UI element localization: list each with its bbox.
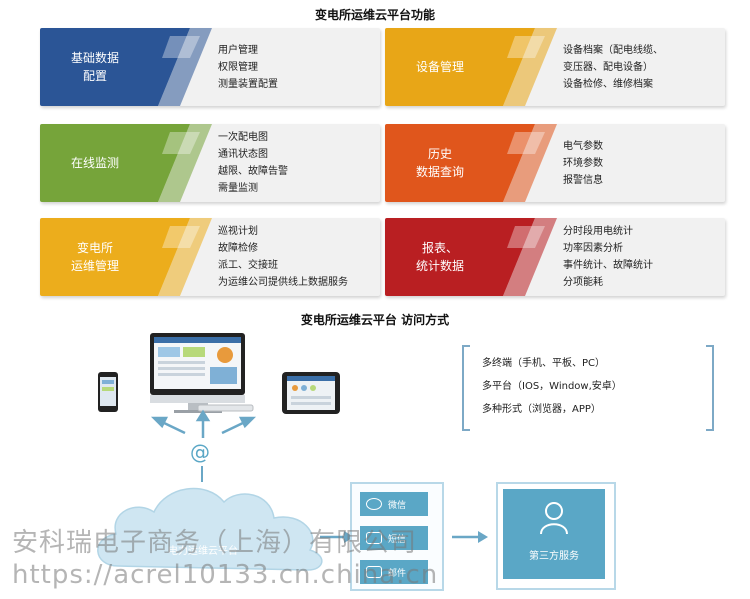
card-label-line: 统计数据: [415, 259, 464, 273]
card-label-line: 运维管理: [70, 259, 119, 273]
card-label-line: 报表、: [421, 241, 458, 255]
third-party-label: 第三方服务: [529, 551, 579, 562]
card-feature-item: 通讯状态图: [218, 149, 268, 160]
card-label: 变电所运维管理: [40, 218, 150, 296]
card-feature-item: 分时段用电统计: [563, 226, 633, 237]
card-feature-list: 一次配电图通讯状态图越限、故障告警需量监测: [218, 124, 288, 202]
email-icon: [366, 566, 382, 578]
channel-email: 邮件: [360, 560, 428, 584]
right-bracket: [706, 345, 714, 431]
function-card: 报表、统计数据分时段用电统计功率因素分析事件统计、故障统计分项能耗: [385, 218, 725, 296]
third-party-service: 第三方服务: [503, 489, 605, 579]
function-card: 变电所运维管理巡视计划故障检修派工、交接班为运维公司提供线上数据服务: [40, 218, 380, 296]
card-feature-list: 用户管理权限管理测量装置配置: [218, 28, 278, 106]
card-feature-item: 设备检修、维修档案: [563, 78, 653, 90]
card-banner: [385, 218, 557, 296]
card-feature-item: 功率因素分析: [563, 243, 623, 254]
card-feature-item: 电气参数: [563, 140, 603, 152]
card-feature-item: 权限管理: [218, 61, 258, 73]
card-label-line: 设备管理: [415, 60, 464, 74]
card-banner: [385, 28, 557, 106]
phone-icon: [98, 372, 118, 412]
monitor-icon: [150, 333, 245, 413]
card-banner: [40, 28, 212, 106]
card-feature-list: 分时段用电统计功率因素分析事件统计、故障统计分项能耗: [563, 218, 653, 296]
card-label-line: 基础数据: [70, 51, 119, 65]
access-item: 多终端（手机、平板、PC）: [482, 358, 606, 369]
card-label-line: 配置: [82, 69, 107, 83]
card-feature-item: 报警信息: [563, 174, 603, 186]
arrow-right-icon: [452, 531, 488, 543]
channel-wechat: 微信: [360, 492, 428, 516]
card-label: 基础数据配置: [40, 28, 150, 106]
arrow-icons: [150, 409, 257, 438]
card-banner: [40, 124, 212, 202]
access-item: 多种形式（浏览器，APP）: [482, 404, 601, 415]
access-title: 变电所运维云平台 访问方式: [300, 313, 450, 327]
card-feature-list: 巡视计划故障检修派工、交接班为运维公司提供线上数据服务: [218, 218, 348, 296]
card-label: 在线监测: [40, 124, 150, 202]
card-label-line: 变电所: [76, 241, 113, 255]
access-method-list: 多终端（手机、平板、PC） 多平台（IOS，Window,安卓） 多种形式（浏览…: [482, 352, 622, 421]
card-banner: [40, 218, 212, 296]
card-label-line: 数据查询: [415, 165, 464, 179]
card-feature-item: 越限、故障告警: [218, 166, 288, 177]
card-feature-item: 用户管理: [218, 44, 258, 56]
card-feature-item: 巡视计划: [218, 226, 258, 237]
function-card: 基础数据配置 用户管理权限管理测量装置配置: [40, 28, 380, 106]
card-feature-item: 变压器、配电设备）: [563, 61, 653, 73]
card-label: 设备管理: [385, 28, 495, 106]
sms-icon: [366, 532, 382, 544]
card-feature-item: 为运维公司提供线上数据服务: [218, 277, 348, 288]
function-card: 历史数据查询 电气参数环境参数报警信息: [385, 124, 725, 202]
card-feature-item: 测量装置配置: [218, 78, 278, 90]
card-feature-item: 需量监测: [218, 183, 258, 194]
card-feature-item: 环境参数: [563, 157, 603, 169]
card-feature-list: 设备档案（配电线缆、变压器、配电设备） 设备检修、维修档案: [563, 28, 663, 106]
card-feature-item: 分项能耗: [563, 277, 603, 288]
channel-sms: 短信: [360, 526, 428, 550]
card-feature-item: 设备档案（配电线缆、: [563, 44, 663, 56]
access-item: 多平台（IOS，Window,安卓）: [482, 381, 622, 392]
card-feature-item: 事件统计、故障统计: [563, 260, 653, 271]
third-party-frame: [496, 482, 616, 590]
card-banner: [385, 124, 557, 202]
tablet-icon: [282, 372, 340, 414]
wechat-icon: [366, 498, 382, 510]
function-card: 在线监测 一次配电图通讯状态图越限、故障告警需量监测: [40, 124, 380, 202]
card-label-line: 历史: [427, 147, 452, 161]
user-icon: [540, 502, 568, 535]
card-feature-list: 电气参数环境参数报警信息: [563, 124, 603, 202]
card-feature-item: 故障检修: [218, 243, 258, 254]
card-label: 历史数据查询: [385, 124, 495, 202]
arrow-right-icon: [320, 531, 354, 543]
watermark-url: https://acrel10133.cn.china.cn: [12, 560, 439, 590]
card-feature-item: 派工、交接班: [218, 260, 278, 271]
card-label-line: 在线监测: [70, 156, 119, 170]
cloud-icon: [97, 487, 323, 571]
at-icon: @: [190, 440, 210, 464]
page-title: 变电所运维云平台功能: [314, 8, 435, 22]
keyboard-icon: [197, 404, 254, 412]
card-label: 报表、统计数据: [385, 218, 495, 296]
link-line: [201, 466, 203, 482]
function-card: 设备管理 设备档案（配电线缆、变压器、配电设备） 设备检修、维修档案: [385, 28, 725, 106]
left-bracket: [462, 345, 470, 431]
cloud-label: 电力运维云平台: [168, 546, 238, 557]
devices-illustration: [98, 333, 340, 438]
card-feature-item: 一次配电图: [218, 132, 268, 143]
watermark-company: 安科瑞电子商务（上海）有限公司: [12, 528, 418, 558]
